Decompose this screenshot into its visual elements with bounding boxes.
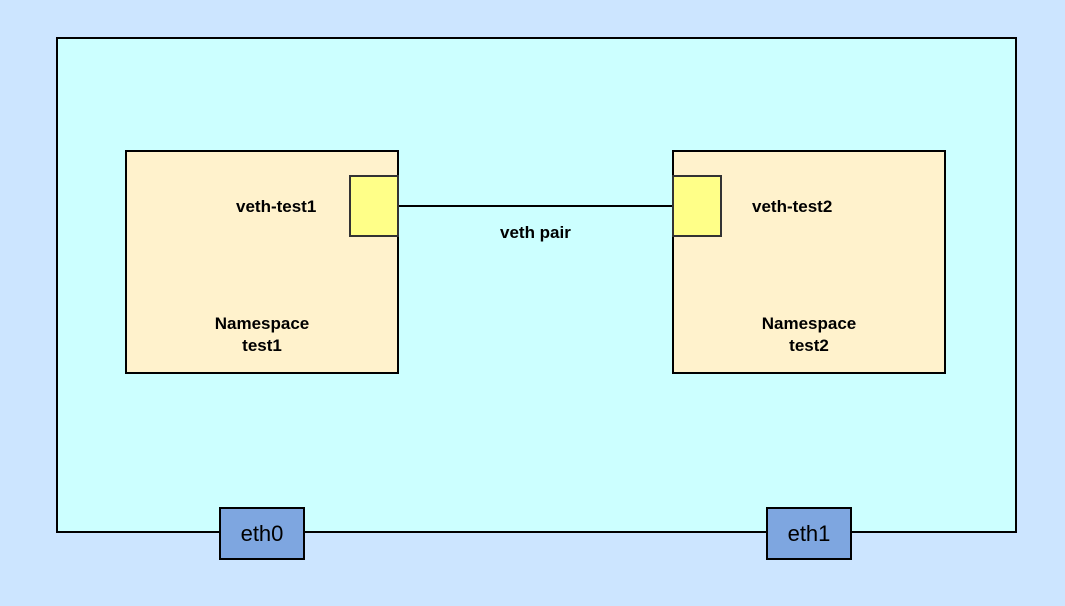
namespace-test1-caption-line2: test1: [242, 336, 282, 355]
veth-test1-port: [349, 175, 399, 237]
veth-pair-label: veth pair: [500, 223, 571, 242]
veth-test2-label: veth-test2: [752, 197, 833, 216]
namespace-test2-caption-line1: Namespace: [761, 314, 857, 333]
veth-test2-port: [672, 175, 722, 237]
eth1-interface: eth1: [766, 507, 852, 560]
eth0-interface: eth0: [219, 507, 305, 560]
veth-test1-label: veth-test1: [236, 197, 317, 216]
namespace-test2-caption: Namespace test2: [729, 313, 889, 357]
namespace-test2-caption-line2: test2: [789, 336, 829, 355]
namespace-test1-caption-line1: Namespace: [214, 314, 310, 333]
namespace-test1-caption: Namespace test1: [182, 313, 342, 357]
veth-pair-link: [398, 205, 673, 207]
